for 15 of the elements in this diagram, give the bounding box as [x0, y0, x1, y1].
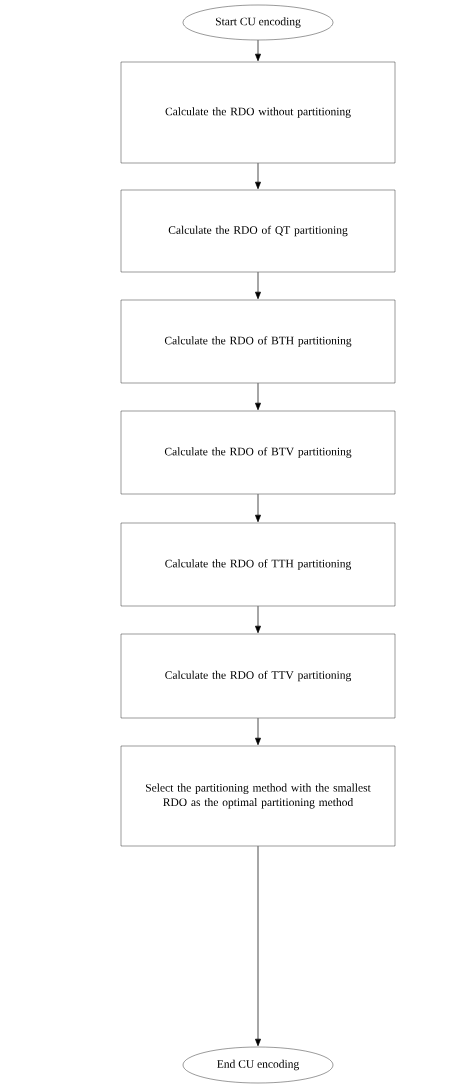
arrow — [255, 845, 261, 1047]
process-box: Calculate the RDO of TTH partitioning — [120, 522, 396, 607]
process-box: Calculate the RDO of BTH partitioning — [120, 299, 396, 384]
arrow — [255, 39, 261, 62]
arrow — [255, 162, 261, 190]
arrow — [255, 493, 261, 523]
arrow — [255, 605, 261, 634]
process-box: Calculate the RDO of BTV partitioning — [120, 410, 396, 495]
process-box: Calculate the RDO of TTV partitioning — [120, 633, 396, 719]
process-box: Select the partitioning method with the smallest RDO as the optimal partitioning method — [120, 745, 396, 847]
arrow — [255, 382, 261, 411]
process-box: Calculate the RDO of QT partitioning — [120, 189, 396, 273]
arrow — [255, 271, 261, 300]
arrow — [255, 717, 261, 746]
process-box: Calculate the RDO without partitioning — [120, 61, 396, 164]
